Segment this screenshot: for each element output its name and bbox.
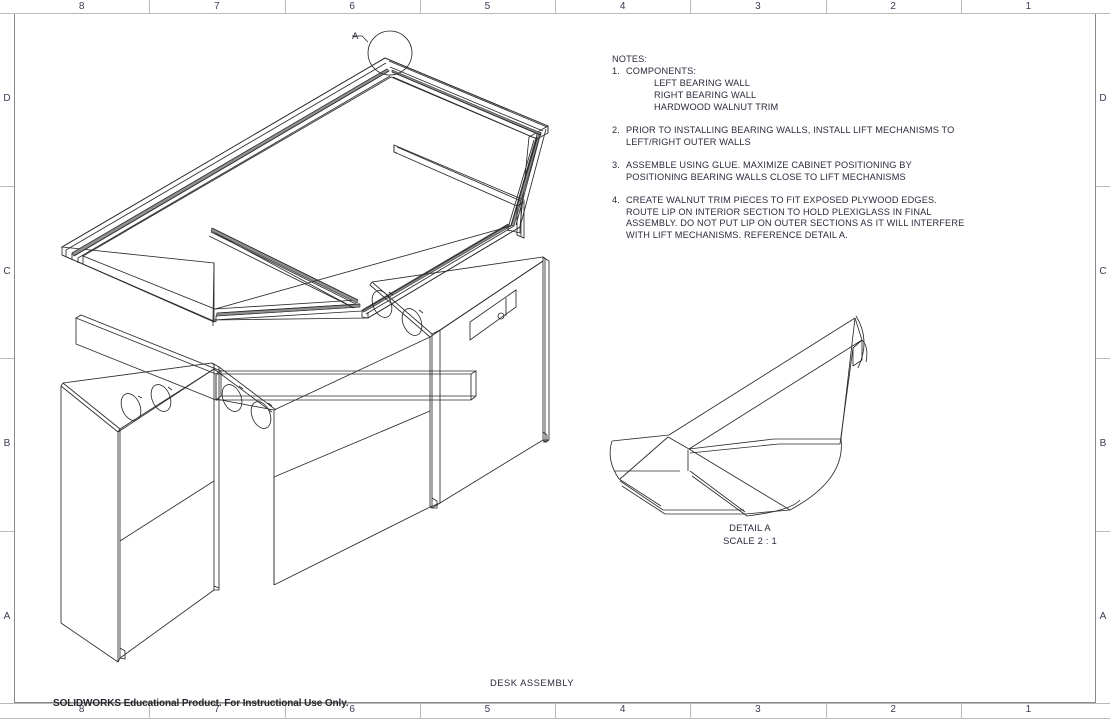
notes-spacer	[612, 184, 1012, 195]
zone-column-label: 3	[755, 704, 761, 715]
note-text: CREATE WALNUT TRIM PIECES TO FIT EXPOSED…	[626, 194, 937, 205]
zone-column-label: 4	[619, 704, 626, 715]
note-item: 2. PRIOR TO INSTALLING BEARING WALLS, INS…	[612, 125, 1012, 137]
note-continuation: POSITIONING BEARING WALLS CLOSE TO LIFT …	[626, 171, 906, 182]
zone-row-tick	[0, 358, 14, 359]
note-continuation: ASSEMBLY. DO NOT PUT LIP ON OUTER SECTIO…	[626, 218, 965, 229]
zone-column-label: 8	[78, 704, 85, 715]
notes-spacer	[612, 149, 1012, 160]
note-item: 3. ASSEMBLE USING GLUE. MAXIMIZE CABINET …	[612, 160, 1012, 172]
zone-column-label: 1	[1025, 1, 1032, 12]
zone-column-tick	[284, 0, 286, 13]
zone-column-tick	[149, 0, 151, 13]
zone-column-tick	[419, 703, 421, 719]
zone-column-tick	[960, 0, 962, 13]
zone-column-label: 6	[349, 1, 355, 12]
note-item: 1. COMPONENTS:	[612, 66, 1012, 78]
zone-row-label: C	[1099, 265, 1107, 277]
zone-row-tick	[0, 530, 14, 532]
note-continuation: LEFT/RIGHT OUTER WALLS	[626, 136, 751, 147]
note-continuation: WITH LIFT MECHANISMS. REFERENCE DETAIL A…	[626, 230, 848, 241]
note-number: 4.	[612, 194, 620, 205]
zone-row-label: A	[3, 610, 11, 622]
notes-spacer	[612, 114, 1012, 125]
zone-column-label: 6	[349, 704, 355, 715]
zone-column-label: 2	[890, 1, 896, 12]
zone-column-tick	[284, 703, 286, 719]
note-text: COMPONENTS:	[626, 66, 697, 77]
zone-row-tick	[1096, 530, 1110, 532]
zone-row-label: A	[1099, 610, 1107, 622]
zone-column-label: 5	[484, 704, 491, 715]
zone-row-tick	[1096, 358, 1110, 359]
note-item: 4. CREATE WALNUT TRIM PIECES TO FIT EXPOS…	[612, 195, 1012, 207]
zone-column-label: 7	[214, 1, 220, 12]
zone-column-tick	[825, 0, 827, 13]
frame-top-separator	[0, 13, 1110, 14]
zone-column-tick	[555, 703, 556, 719]
zone-column-label: 5	[484, 1, 491, 12]
zone-row-label: D	[3, 93, 11, 105]
zone-column-label: 8	[78, 1, 85, 12]
note-number: 3.	[612, 159, 620, 170]
zone-column-label: 3	[755, 1, 761, 12]
zone-column-tick	[960, 703, 962, 719]
zone-column-label: 2	[890, 704, 896, 715]
sheet-title: DESK ASSEMBLY	[490, 677, 574, 688]
zone-row-label: B	[1099, 438, 1107, 450]
zone-column-tick	[149, 703, 151, 719]
zone-column-tick	[555, 0, 556, 13]
detail-a-caption: DETAIL A SCALE 2 : 1	[672, 521, 828, 547]
zone-column-label: 4	[619, 1, 626, 12]
note-subline: HARDWOOD WALNUT TRIM	[654, 102, 779, 113]
zone-row-label: B	[3, 438, 11, 450]
note-number: 2.	[612, 125, 620, 136]
detail-a-caption-scale: SCALE 2 : 1	[723, 535, 777, 546]
notes-heading: NOTES:	[612, 54, 648, 64]
zone-column-label: 1	[1025, 704, 1032, 715]
zone-column-tick	[825, 703, 827, 719]
zone-row-label: D	[1099, 93, 1107, 105]
zone-row-tick	[1096, 185, 1110, 187]
zone-column-tick	[690, 703, 692, 719]
note-text: ASSEMBLE USING GLUE. MAXIMIZE CABINET PO…	[626, 159, 912, 170]
note-subline: RIGHT BEARING WALL	[654, 90, 757, 101]
zone-column-tick	[419, 0, 421, 13]
solidworks-educational-watermark: SOLIDWORKS Educational Product. For Inst…	[53, 698, 349, 709]
detail-a-callout-letter: A	[352, 31, 359, 42]
detail-a-caption-name: DETAIL A	[729, 522, 771, 533]
note-subline: LEFT BEARING WALL	[654, 78, 750, 89]
note-continuation: ROUTE LIP ON INTERIOR SECTION TO HOLD PL…	[626, 206, 932, 217]
zone-row-label: C	[3, 265, 11, 277]
zone-column-label: 7	[214, 704, 220, 715]
zone-row-tick	[0, 185, 14, 187]
zone-column-tick	[690, 0, 692, 13]
note-text: PRIOR TO INSTALLING BEARING WALLS, INSTA…	[626, 125, 955, 136]
note-number: 1.	[612, 66, 620, 77]
